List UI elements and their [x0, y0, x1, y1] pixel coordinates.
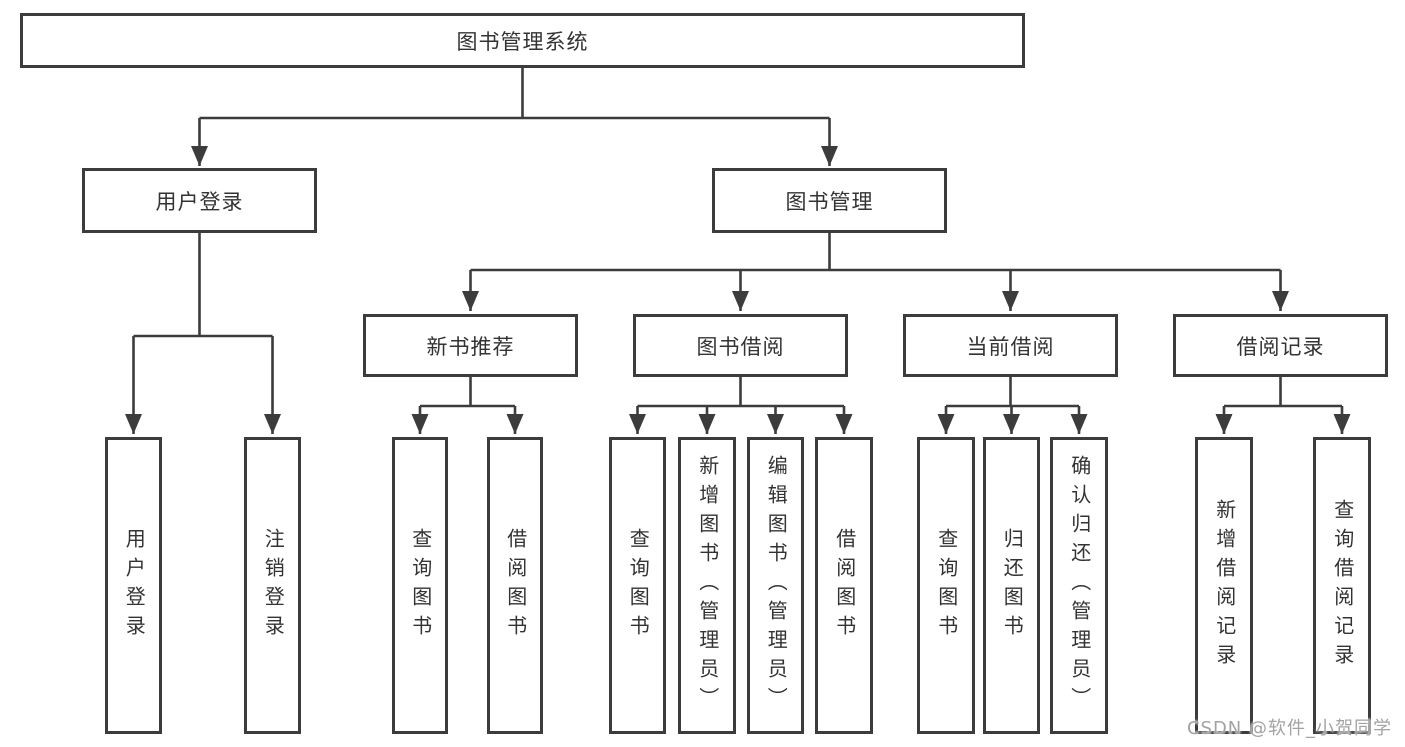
node-book-borrow-label: 图书借阅: [696, 334, 785, 359]
leaf-query-borrow-record-label: 查询借阅记录: [1330, 498, 1355, 673]
leaf-add-borrow-record: 新增借阅记录: [1195, 437, 1253, 734]
node-root-label: 图书管理系统: [456, 29, 589, 54]
leaf-query-books-recommend: 查询图书: [392, 437, 448, 734]
node-user-login: 用户登录: [82, 168, 317, 233]
node-root: 图书管理系统: [20, 13, 1025, 68]
leaf-confirm-return-admin-label: 确认归还（管理员）: [1067, 455, 1092, 716]
leaf-query-books-borrow: 查询图书: [609, 437, 666, 734]
node-borrow-records-label: 借阅记录: [1236, 334, 1325, 359]
leaf-return-books: 归还图书: [983, 437, 1040, 734]
node-current-borrow: 当前借阅: [903, 314, 1118, 377]
leaf-add-books-admin: 新增图书（管理员）: [678, 437, 736, 734]
node-current-borrow-label: 当前借阅: [966, 334, 1055, 359]
node-book-borrow: 图书借阅: [633, 314, 848, 377]
leaf-logout-label: 注销登录: [261, 527, 286, 644]
leaf-query-books-borrow-label: 查询图书: [626, 527, 651, 644]
leaf-borrow-books-recommend: 借阅图书: [487, 437, 543, 734]
leaf-query-borrow-record: 查询借阅记录: [1313, 437, 1371, 734]
leaf-confirm-return-admin: 确认归还（管理员）: [1050, 437, 1108, 734]
leaf-edit-books-admin-label: 编辑图书（管理员）: [764, 455, 789, 716]
leaf-borrow-books-label: 借阅图书: [832, 527, 857, 644]
leaf-user-login-label: 用户登录: [122, 527, 147, 644]
node-user-login-label: 用户登录: [155, 189, 244, 214]
leaf-return-books-label: 归还图书: [1000, 527, 1025, 644]
leaf-query-books-current-label: 查询图书: [934, 527, 959, 644]
leaf-logout: 注销登录: [244, 437, 301, 734]
leaf-edit-books-admin: 编辑图书（管理员）: [747, 437, 804, 734]
leaf-add-books-admin-label: 新增图书（管理员）: [695, 455, 720, 716]
node-new-book-recommend-label: 新书推荐: [426, 334, 515, 359]
node-new-book-recommend: 新书推荐: [363, 314, 578, 377]
leaf-user-login: 用户登录: [105, 437, 162, 734]
node-borrow-records: 借阅记录: [1173, 314, 1388, 377]
node-book-management-label: 图书管理: [785, 189, 874, 214]
leaf-borrow-books-recommend-label: 借阅图书: [503, 527, 528, 644]
leaf-add-borrow-record-label: 新增借阅记录: [1212, 498, 1237, 673]
leaf-query-books-recommend-label: 查询图书: [408, 527, 433, 644]
leaf-query-books-current: 查询图书: [917, 437, 975, 734]
watermark: CSDN @软件_小贺同学: [1186, 718, 1392, 739]
leaf-borrow-books: 借阅图书: [815, 437, 873, 734]
node-book-management: 图书管理: [712, 168, 947, 233]
